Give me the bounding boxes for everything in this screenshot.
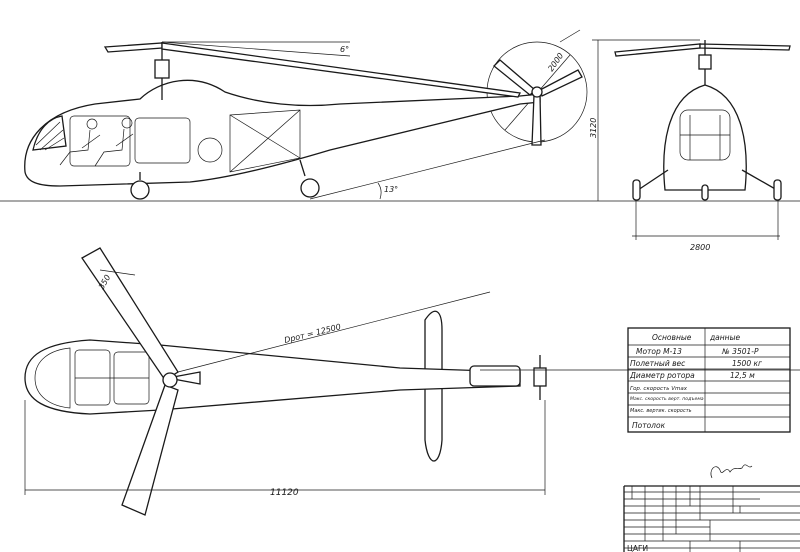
rotor-angle-label: 6° [340, 45, 349, 54]
title-block: ЦАГИ [623, 464, 800, 552]
front-wheel [130, 180, 150, 200]
table-cell: Макс. вертик. скорость [630, 408, 692, 414]
table-cell: Потолок [632, 421, 666, 430]
fuselage-side [24, 79, 541, 187]
table-cell: Диаметр ротора [629, 371, 695, 380]
rotor-blade-left [103, 42, 163, 53]
fuselage-front [663, 84, 747, 191]
table-cell: № 3501-Р [721, 347, 759, 356]
table-cell: 12,5 м [730, 371, 755, 380]
signature [710, 464, 753, 479]
spec-table: Основные данные Мотор М-13 № 3501-Р Поле… [627, 327, 791, 433]
ground-angle-label: 13° [384, 185, 398, 194]
org-label: ЦАГИ [627, 544, 648, 552]
length-label: 11120 [270, 488, 299, 498]
front-view: 3120 2800 [589, 39, 791, 252]
rotor-diameter-label: Dрот = 12500 [283, 322, 341, 345]
tail-rotor-diameter-label: 2000 [546, 51, 565, 73]
height-label: 3120 [589, 118, 598, 138]
top-view: 350 Dрот = 12500 11120 [24, 247, 800, 516]
side-view: 6° 2000 13° [24, 29, 588, 200]
fuselage-top [24, 339, 521, 415]
rotor-diameter-line [177, 291, 491, 373]
table-cell: Полетный вес [630, 359, 686, 368]
table-cell: Мотор М-13 [636, 347, 682, 356]
rear-wheel [300, 178, 320, 198]
table-header: Основные [652, 333, 692, 342]
table-header: данные [709, 333, 741, 342]
nose-window [32, 115, 67, 151]
rotor-blade-right [161, 42, 521, 98]
ground-angle-line [309, 139, 546, 200]
table-cell: Макс. скорость верт. подъема [630, 396, 704, 402]
rotor-blade-top-2 [121, 384, 179, 516]
table-cell: 1500 кг [732, 359, 762, 368]
track-label: 2800 [690, 243, 710, 252]
table-cell: Гор. скорость Vmax [630, 386, 688, 392]
tail-rotor-blades [493, 59, 583, 146]
